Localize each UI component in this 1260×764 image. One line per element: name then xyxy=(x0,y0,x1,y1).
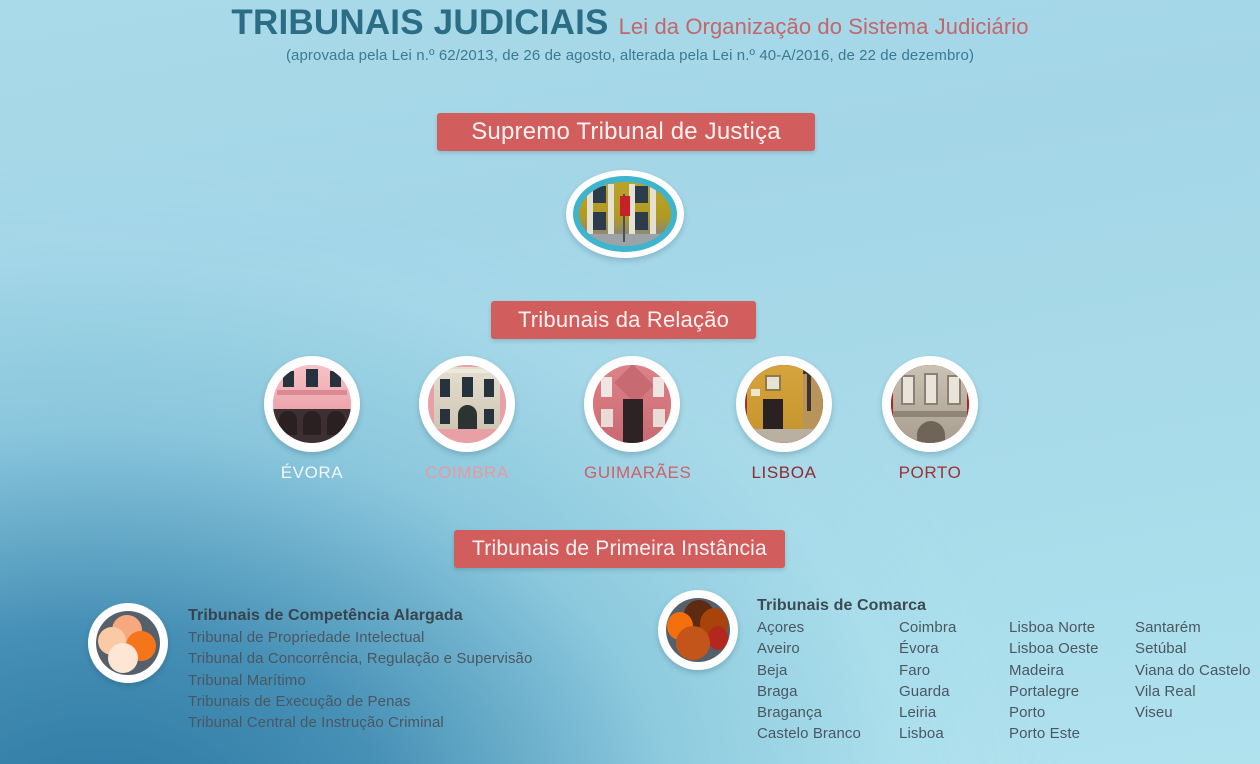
law-reference-note: (aprovada pela Lei n.º 62/2013, de 26 de… xyxy=(285,47,975,64)
list-item: Faro xyxy=(899,661,931,679)
list-item: Portalegre xyxy=(1009,682,1080,700)
court-building-photo-lisboa xyxy=(745,365,823,443)
comarca-block: Tribunais de Comarca Açores Aveiro Beja … xyxy=(658,590,1260,745)
comarca-column: Coimbra Évora Faro Guarda Leiria Lisboa xyxy=(899,617,1009,745)
court-disc xyxy=(584,356,680,452)
court-label-lisboa: LISBOA xyxy=(751,463,817,482)
relacao-courts-row: ÉVORA COIMBRA xyxy=(0,356,1260,491)
overlapping-circles-icon xyxy=(96,611,160,675)
page-subtitle: Lei da Organização do Sistema Judiciário xyxy=(618,14,1029,39)
list-item: Tribunal de Propriedade Intelectual xyxy=(188,629,425,646)
overlapping-circles-icon xyxy=(666,598,730,662)
court-building-photo-coimbra xyxy=(428,365,506,443)
list-item: Viseu xyxy=(1135,704,1173,722)
competencia-alargada-icon xyxy=(88,603,168,683)
list-item: Évora xyxy=(899,640,939,658)
list-item: Viana do Castelo xyxy=(1135,661,1251,679)
list-item: Guarda xyxy=(899,682,950,700)
court-label-guimaraes: GUIMARÃES xyxy=(584,463,692,482)
list-item: Tribunal Marítimo xyxy=(188,671,306,689)
list-item: Bragança xyxy=(757,704,823,722)
comarca-column: Santarém Setúbal Viana do Castelo Vila R… xyxy=(1135,617,1260,745)
banner-primeira-instancia: Tribunais de Primeira Instância xyxy=(454,530,785,568)
header: TRIBUNAIS JUDICIAIS Lei da Organização d… xyxy=(0,0,1260,64)
list-item: Lisboa xyxy=(899,725,944,743)
supreme-court-building-photo xyxy=(579,182,671,246)
court-label-coimbra: COIMBRA xyxy=(425,463,509,482)
list-item: Beja xyxy=(757,661,788,679)
list-item: Aveiro xyxy=(757,640,800,658)
list-item: Porto Este xyxy=(1009,725,1081,743)
court-building-photo-guimaraes xyxy=(593,365,671,443)
competencia-alargada-heading: Tribunais de Competência Alargada xyxy=(188,607,463,624)
comarca-column: Açores Aveiro Beja Braga Bragança Castel… xyxy=(757,617,899,745)
court-label-evora: ÉVORA xyxy=(280,463,344,482)
list-item: Lisboa Oeste xyxy=(1009,640,1099,658)
list-item: Leiria xyxy=(899,704,937,722)
court-disc xyxy=(736,356,832,452)
court-card-coimbra[interactable]: COIMBRA xyxy=(419,356,515,483)
list-item: Tribunal da Concorrência, Regulação e Su… xyxy=(188,650,533,668)
list-item: Açores xyxy=(757,619,805,636)
list-item: Coimbra xyxy=(899,619,957,636)
competencia-alargada-text: Tribunais de Competência Alargada Tribun… xyxy=(188,607,532,733)
comarca-icon xyxy=(658,590,738,670)
comarca-column: Lisboa Norte Lisboa Oeste Madeira Portal… xyxy=(1009,617,1135,745)
list-item: Porto xyxy=(1009,704,1046,722)
list-item: Tribunais de Execução de Penas xyxy=(188,692,411,710)
list-item: Braga xyxy=(757,682,798,700)
court-label-porto: PORTO xyxy=(898,463,962,482)
banner-supreme-court: Supremo Tribunal de Justiça xyxy=(437,113,815,151)
comarca-text: Tribunais de Comarca Açores Aveiro Beja … xyxy=(757,597,1260,745)
court-building-photo-porto xyxy=(891,365,969,443)
list-item: Tribunal Central de Instrução Criminal xyxy=(188,714,444,732)
banner-relacao-courts: Tribunais da Relação xyxy=(491,301,756,339)
supreme-court-badge xyxy=(566,170,684,258)
court-card-lisboa[interactable]: LISBOA xyxy=(736,356,832,483)
court-card-evora[interactable]: ÉVORA xyxy=(264,356,360,483)
court-disc xyxy=(264,356,360,452)
court-disc xyxy=(882,356,978,452)
comarca-columns: Açores Aveiro Beja Braga Bragança Castel… xyxy=(757,617,1260,745)
court-disc xyxy=(419,356,515,452)
list-item: Santarém xyxy=(1135,619,1201,636)
list-item: Lisboa Norte xyxy=(1009,619,1096,636)
supreme-court-ring xyxy=(573,176,677,252)
competencia-alargada-block: Tribunais de Competência Alargada Tribun… xyxy=(88,603,532,733)
list-item: Setúbal xyxy=(1135,640,1187,658)
list-item: Vila Real xyxy=(1135,682,1196,700)
court-card-porto[interactable]: PORTO xyxy=(882,356,978,483)
comarca-heading: Tribunais de Comarca xyxy=(757,597,927,614)
list-item: Castelo Branco xyxy=(757,725,861,743)
page-title: TRIBUNAIS JUDICIAIS xyxy=(231,3,609,42)
list-item: Madeira xyxy=(1009,661,1064,679)
court-card-guimaraes[interactable]: GUIMARÃES xyxy=(584,356,692,483)
title-row: TRIBUNAIS JUDICIAIS Lei da Organização d… xyxy=(0,0,1260,43)
court-building-photo-evora xyxy=(273,365,351,443)
